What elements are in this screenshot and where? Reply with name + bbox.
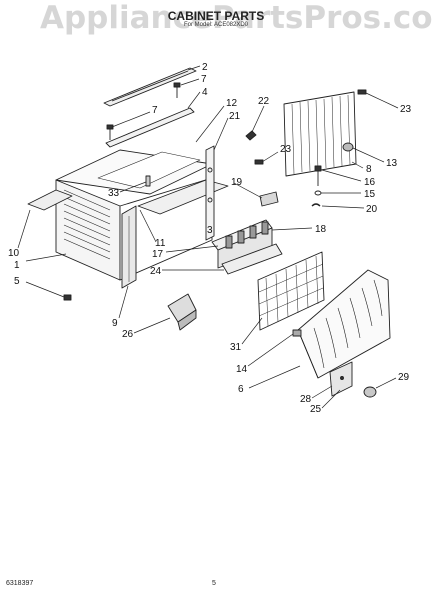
callout-23-lower: 23	[280, 144, 292, 155]
callout-labels: 2 7 4 7 12 21 22 23 23 13 8 16 15 20 19 …	[8, 62, 412, 415]
drain-tray-24	[221, 243, 283, 275]
leader-lines	[17, 65, 399, 409]
bracket-33	[145, 175, 151, 187]
divider-panel	[205, 145, 215, 241]
callout-11: 11	[155, 238, 166, 249]
side-flange	[27, 189, 73, 211]
callout-4: 4	[202, 87, 208, 98]
screw-upper	[173, 82, 181, 98]
clip-20	[311, 203, 321, 207]
diagram-subtitle: For Model: ACE082XD0	[183, 22, 249, 28]
callout-17: 17	[152, 249, 164, 260]
callout-3: 3	[207, 225, 213, 236]
washer-15	[314, 190, 322, 196]
screw-23-upper	[357, 89, 367, 95]
support-rail	[105, 107, 195, 148]
page-number: 5	[212, 580, 216, 587]
callout-10: 10	[8, 248, 20, 259]
control-bracket	[211, 191, 279, 269]
part-code: 6318397	[6, 580, 34, 587]
callout-14: 14	[236, 364, 248, 375]
callout-26: 26	[122, 329, 134, 340]
screw-16	[314, 165, 322, 186]
callout-19: 19	[231, 177, 243, 188]
front-grille-6	[297, 269, 391, 379]
callout-29: 29	[398, 372, 410, 383]
part-26-clip	[167, 293, 197, 331]
callout-1: 1	[14, 260, 20, 271]
callout-9: 9	[112, 318, 118, 329]
front-frame-panel	[121, 205, 137, 289]
top-rail	[103, 67, 197, 107]
callout-16: 16	[364, 177, 376, 188]
callout-28: 28	[300, 394, 312, 405]
base-pan	[137, 179, 229, 215]
fastener-23-lower	[254, 159, 264, 165]
callout-8: 8	[366, 164, 372, 175]
side-curtain-frame	[283, 91, 357, 177]
watermark: AppliancePartsPros.com	[40, 0, 432, 36]
mounting-screw	[63, 294, 72, 301]
callout-2: 2	[202, 62, 208, 73]
knob-13	[342, 142, 354, 152]
knob-29	[363, 386, 377, 398]
callout-23-upper: 23	[400, 104, 412, 115]
screw-lower	[106, 124, 114, 140]
cabinet-shell	[55, 149, 213, 281]
callout-15: 15	[364, 189, 376, 200]
callout-7-upper: 7	[201, 74, 207, 85]
callout-22: 22	[258, 96, 270, 107]
grille-tab-14	[292, 329, 302, 337]
access-door-25	[329, 361, 353, 397]
callout-31: 31	[230, 342, 242, 353]
callout-18: 18	[315, 224, 327, 235]
air-filter-31	[257, 251, 325, 331]
callout-12: 12	[226, 98, 238, 109]
callout-6: 6	[238, 384, 244, 395]
callout-13: 13	[386, 158, 398, 169]
callout-24: 24	[150, 266, 162, 277]
callout-21: 21	[229, 111, 241, 122]
diagram-title: CABINET PARTS	[167, 9, 265, 23]
callout-25: 25	[310, 404, 322, 415]
callout-7-lower: 7	[152, 105, 158, 116]
callout-33: 33	[108, 188, 120, 199]
callout-5: 5	[14, 276, 20, 287]
fastener-22	[245, 130, 257, 141]
callout-20: 20	[366, 204, 378, 215]
